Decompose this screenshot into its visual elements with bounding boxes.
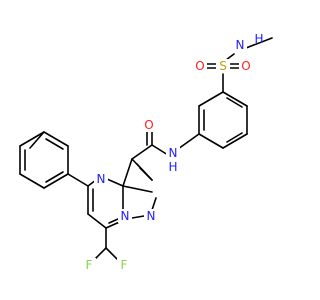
molecule-structure: N H S O O O N H N N N F F — [19, 32, 273, 272]
sulfonyl-s-label: S — [219, 59, 227, 73]
pyrimidine-n-label: N — [97, 172, 106, 186]
bond — [122, 185, 153, 193]
bridge-n-label: N — [121, 209, 130, 223]
bond — [19, 131, 45, 147]
bond — [131, 215, 145, 219]
sulfonyl-o-right-label: O — [241, 59, 250, 73]
bond — [131, 144, 153, 160]
bond — [29, 131, 45, 149]
bond — [45, 171, 64, 183]
bond — [198, 133, 224, 149]
bond — [136, 163, 151, 179]
bond — [87, 213, 107, 229]
bond — [19, 173, 45, 189]
bond-layer — [19, 37, 273, 263]
bond — [106, 178, 124, 187]
bond — [151, 144, 169, 156]
bond — [226, 97, 243, 108]
carbonyl-o-label: O — [144, 118, 153, 132]
bond — [198, 91, 224, 107]
pyrazole-n-label: N — [147, 209, 156, 223]
bond — [226, 132, 243, 143]
bond — [67, 173, 89, 187]
bond — [45, 138, 64, 150]
bond — [222, 133, 248, 149]
fluorine-right-label: F — [121, 258, 128, 272]
fluorine-left-label: F — [86, 258, 93, 272]
bond — [222, 91, 248, 107]
bond — [177, 133, 200, 150]
bond — [245, 37, 273, 49]
sulfonamide-n-label: N — [236, 38, 245, 52]
sulfonyl-o-left-label: O — [195, 59, 204, 73]
amide-h-label: H — [168, 160, 177, 174]
amide-n-label: N — [169, 146, 178, 160]
bond — [43, 173, 69, 189]
atom-label-layer: N H S O O O N H N N N F F — [82, 32, 264, 272]
bond — [108, 218, 119, 224]
bond — [122, 158, 133, 187]
sulfonamide-h-label: H — [254, 32, 263, 46]
bond — [43, 131, 69, 147]
